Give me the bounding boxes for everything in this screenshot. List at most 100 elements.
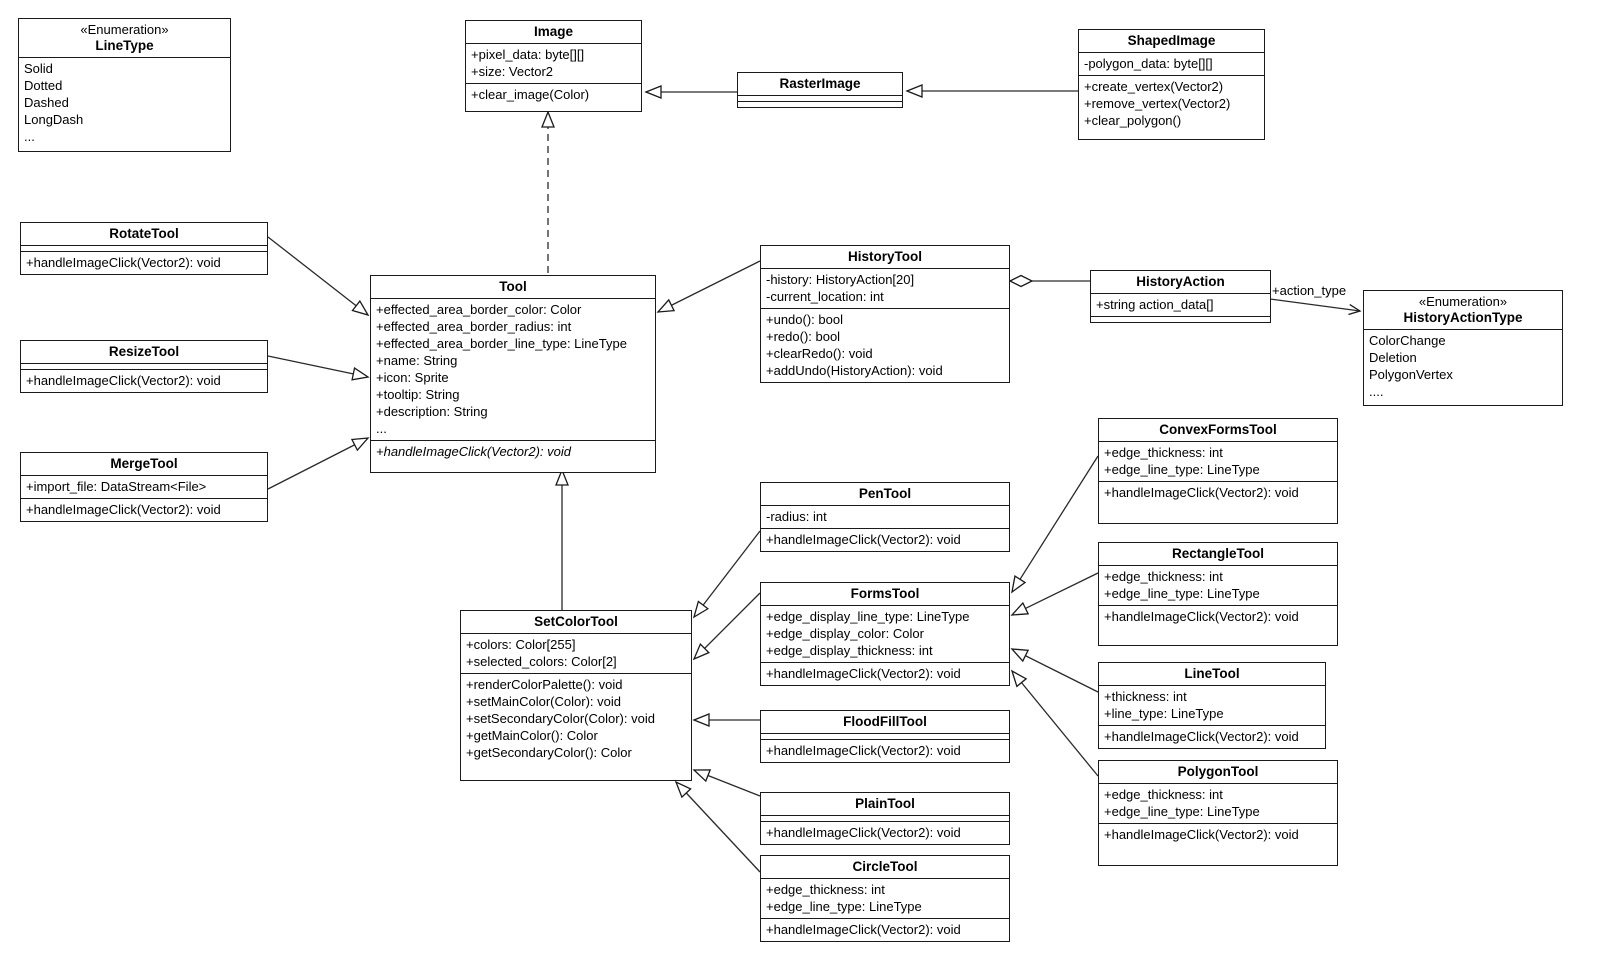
class-historyactiontype-title: «Enumeration» HistoryActionType [1364,291,1562,329]
member-row: +edge_line_type: LineType [766,899,922,914]
class-name: ConvexFormsTool [1159,422,1277,437]
member-row: +edge_line_type: LineType [1104,804,1260,819]
member-row: +handleImageClick(Vector2): void [1104,609,1299,624]
member-row: +edge_display_color: Color [766,626,924,641]
class-plaintool: PlainTool +handleImageClick(Vector2): vo… [760,792,1010,845]
member-row: +handleImageClick(Vector2): void [1104,485,1299,500]
member-row: +handleImageClick(Vector2): void [766,922,961,937]
member-row: Deletion [1369,350,1417,365]
class-name: ShapedImage [1127,33,1216,48]
member-row: -polygon_data: byte[][] [1084,56,1213,71]
member-row: +effected_area_border_line_type: LineTyp… [376,336,627,351]
class-mergetool: MergeTool +import_file: DataStream<File>… [20,452,268,522]
class-linetype-title: «Enumeration» LineType [19,19,230,57]
member-row: LongDash [24,112,84,127]
class-circletool: CircleTool +edge_thickness: int +edge_lin… [760,855,1010,942]
class-floodfilltool: FloodFillTool +handleImageClick(Vector2)… [760,710,1010,763]
class-rectangletool: RectangleTool +edge_thickness: int+edge_… [1098,542,1338,646]
generalization-formstool-to-setcolortool [694,592,761,659]
class-historyaction: HistoryAction +string action_data[] [1090,270,1271,323]
methods-compartment [738,101,902,107]
member-row: +handleImageClick(Vector2): void [26,255,221,270]
class-tool: Tool +effected_area_border_color: Color+… [370,275,656,473]
member-row: +clear_polygon() [1084,113,1182,128]
attributes-compartment [761,815,1009,821]
association-historyaction-historyactiontype [1269,298,1362,316]
class-linetool: LineTool +thickness: int+line_type: Line… [1098,662,1326,749]
member-row: +line_type: LineType [1104,706,1224,721]
member-row: +edge_thickness: int [1104,445,1223,460]
class-name: RotateTool [109,226,179,241]
member-row: +handleImageClick(Vector2): void [376,444,571,459]
methods-compartment: +handleImageClick(Vector2): void [1099,823,1337,865]
member-row: ColorChange [1369,333,1446,348]
member-row: +colors: Color[255] [466,637,576,652]
member-row: -history: HistoryAction[20] [766,272,915,287]
methods-compartment: +handleImageClick(Vector2): void [761,528,1009,551]
generalization-rectangletool-to-formstool [1012,572,1099,615]
attributes-compartment: +edge_display_line_type: LineType +edge_d… [761,605,1009,662]
member-row: +edge_display_line_type: LineType [766,609,970,624]
member-row: ... [376,421,387,436]
member-row: PolygonVertex [1369,367,1453,382]
attributes-compartment: +thickness: int +line_type: LineType [1099,685,1325,725]
attributes-compartment [21,363,267,369]
member-row: +handleImageClick(Vector2): void [1104,827,1299,842]
attributes-compartment [761,733,1009,739]
member-row: +handleImageClick(Vector2): void [766,743,961,758]
attributes-compartment: +effected_area_border_color: Color+effec… [371,298,655,440]
member-row: +pixel_data: byte[][] [471,47,585,62]
attributes-compartment: +pixel_data: byte[][] +size: Vector2 [466,43,641,83]
member-row: +redo(): bool [766,329,841,344]
methods-compartment: +handleImageClick(Vector2): void [761,739,1009,762]
member-row: +handleImageClick(Vector2): void [766,666,961,681]
member-row: +description: String [376,404,488,419]
member-row: +thickness: int [1104,689,1187,704]
class-name: RasterImage [779,76,861,91]
attributes-compartment: +string action_data[] [1091,293,1270,316]
class-pentool: PenTool -radius: int +handleImageClick(V… [760,482,1010,552]
stereotype-label: «Enumeration» [80,22,169,37]
methods-compartment: +handleImageClick(Vector2): void [21,369,267,392]
class-name: HistoryAction [1136,274,1225,289]
class-name: Tool [499,279,527,294]
member-row: +handleImageClick(Vector2): void [766,825,961,840]
member-row: +renderColorPalette(): void [466,677,623,692]
class-name: FloodFillTool [843,714,927,729]
member-row: +selected_colors: Color[2] [466,654,617,669]
generalization-rotatetool-to-tool [267,236,368,315]
member-row: +edge_line_type: LineType [1104,586,1260,601]
methods-compartment: +handleImageClick(Vector2): void [371,440,655,472]
member-row: +remove_vertex(Vector2) [1084,96,1231,111]
class-name: LineType [95,38,154,53]
member-row: Dashed [24,95,69,110]
class-name: CircleTool [852,859,918,874]
generalization-linetool-to-formstool [1012,649,1099,693]
generalization-convexformstool-to-formstool [1012,455,1099,592]
class-name: HistoryActionType [1403,310,1523,325]
member-row: +edge_thickness: int [766,882,885,897]
attributes-compartment: +edge_thickness: int+edge_line_type: Lin… [1099,565,1337,605]
class-shapedimage: ShapedImage -polygon_data: byte[][] +cre… [1078,29,1265,140]
member-row: +size: Vector2 [471,64,554,79]
class-name: SetColorTool [534,614,618,629]
class-polygontool: PolygonTool +edge_thickness: int+edge_li… [1098,760,1338,866]
member-row: +handleImageClick(Vector2): void [26,373,221,388]
methods-compartment: +create_vertex(Vector2)+remove_vertex(Ve… [1079,75,1264,139]
member-row: +getMainColor(): Color [466,728,598,743]
member-row: +setMainColor(Color): void [466,694,621,709]
class-name: MergeTool [110,456,178,471]
class-rotatetool: RotateTool +handleImageClick(Vector2): v… [20,222,268,275]
association-role-label: +action_type [1272,283,1347,298]
methods-compartment: +clear_image(Color) [466,83,641,111]
methods-compartment: +handleImageClick(Vector2): void [761,918,1009,941]
attributes-compartment: -history: HistoryAction[20]-current_loca… [761,268,1009,308]
generalization-circletool-to-setcolortool [676,782,761,873]
class-resizetool: ResizeTool +handleImageClick(Vector2): v… [20,340,268,393]
attributes-compartment [738,95,902,101]
class-historytool: HistoryTool -history: HistoryAction[20]-… [760,245,1010,383]
